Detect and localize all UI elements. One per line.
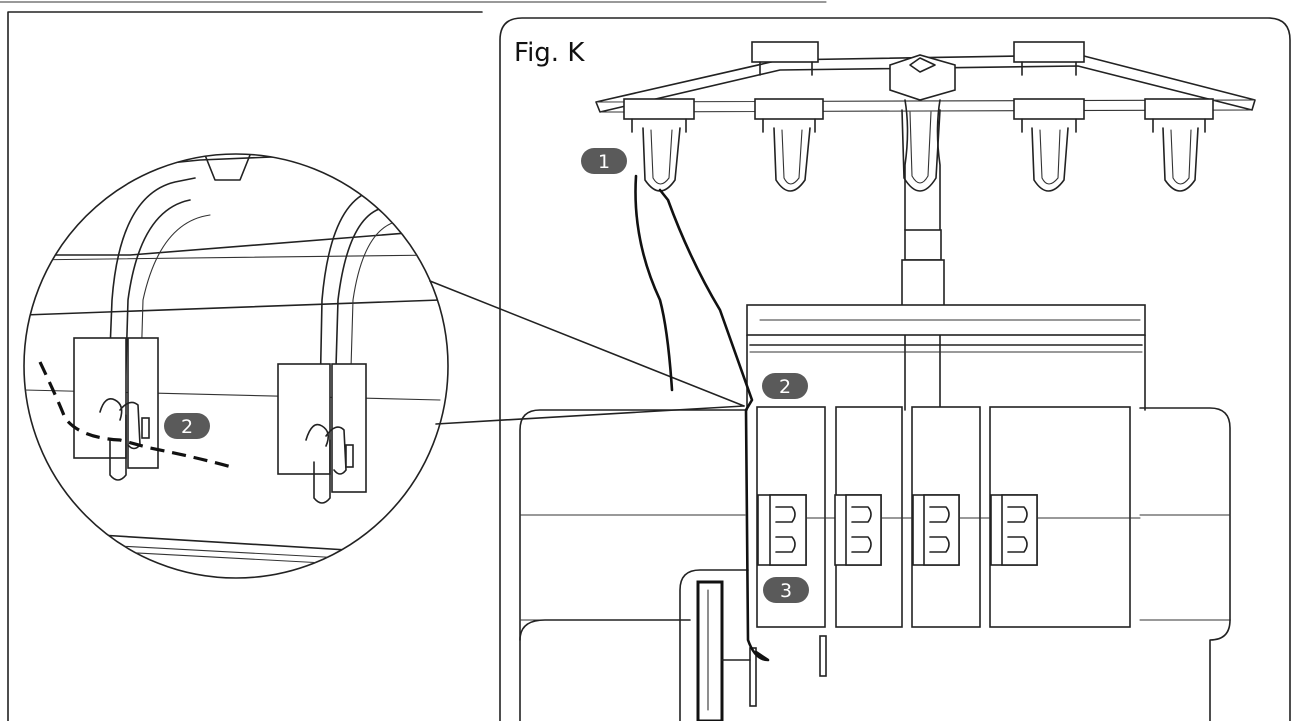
- callout-2-zoom-label: 2: [181, 416, 193, 438]
- tension-dial-3: [912, 494, 991, 566]
- machine-body: [519, 304, 1231, 721]
- zoom-callout-line-top: [429, 280, 745, 407]
- zoom-guide-left: [73, 177, 211, 481]
- outer-frame: [7, 11, 483, 721]
- main-figure-panel: Fig. K: [499, 17, 1291, 721]
- panel-frame: [499, 17, 1291, 721]
- tension-dial-1: [757, 494, 837, 566]
- zoom-thread-path: [38, 361, 236, 470]
- spindle-back-left: [751, 41, 819, 76]
- tension-dial-2: [834, 494, 913, 566]
- callout-badge-1: 1: [581, 148, 627, 174]
- figure-label: Fig. K: [514, 38, 585, 68]
- thread-path: [634, 174, 770, 662]
- callout-badge-3: 3: [763, 577, 809, 603]
- callout-badge-2-zoom: 2: [164, 413, 210, 439]
- zoom-guide-right: [277, 189, 396, 504]
- tension-dial-4: [990, 494, 1141, 566]
- spindle-front-1: [623, 98, 695, 192]
- zoom-circle: [23, 153, 449, 579]
- lower-thread-guide: [679, 569, 827, 721]
- callout-3-label: 3: [780, 580, 792, 602]
- zoom-detail: 2: [23, 153, 745, 579]
- spindle-back-right: [1013, 41, 1085, 76]
- spindle-front-5: [1144, 98, 1214, 192]
- spindle-center: [901, 109, 941, 192]
- spindle-front-4: [1013, 98, 1085, 192]
- callout-1-label: 1: [598, 151, 610, 173]
- callout-2-label: 2: [779, 376, 791, 398]
- spindle-front-2: [754, 98, 824, 192]
- zoom-callout-line-bottom: [435, 405, 745, 425]
- thread-stand: [595, 41, 1256, 411]
- callout-badge-2: 2: [762, 373, 808, 399]
